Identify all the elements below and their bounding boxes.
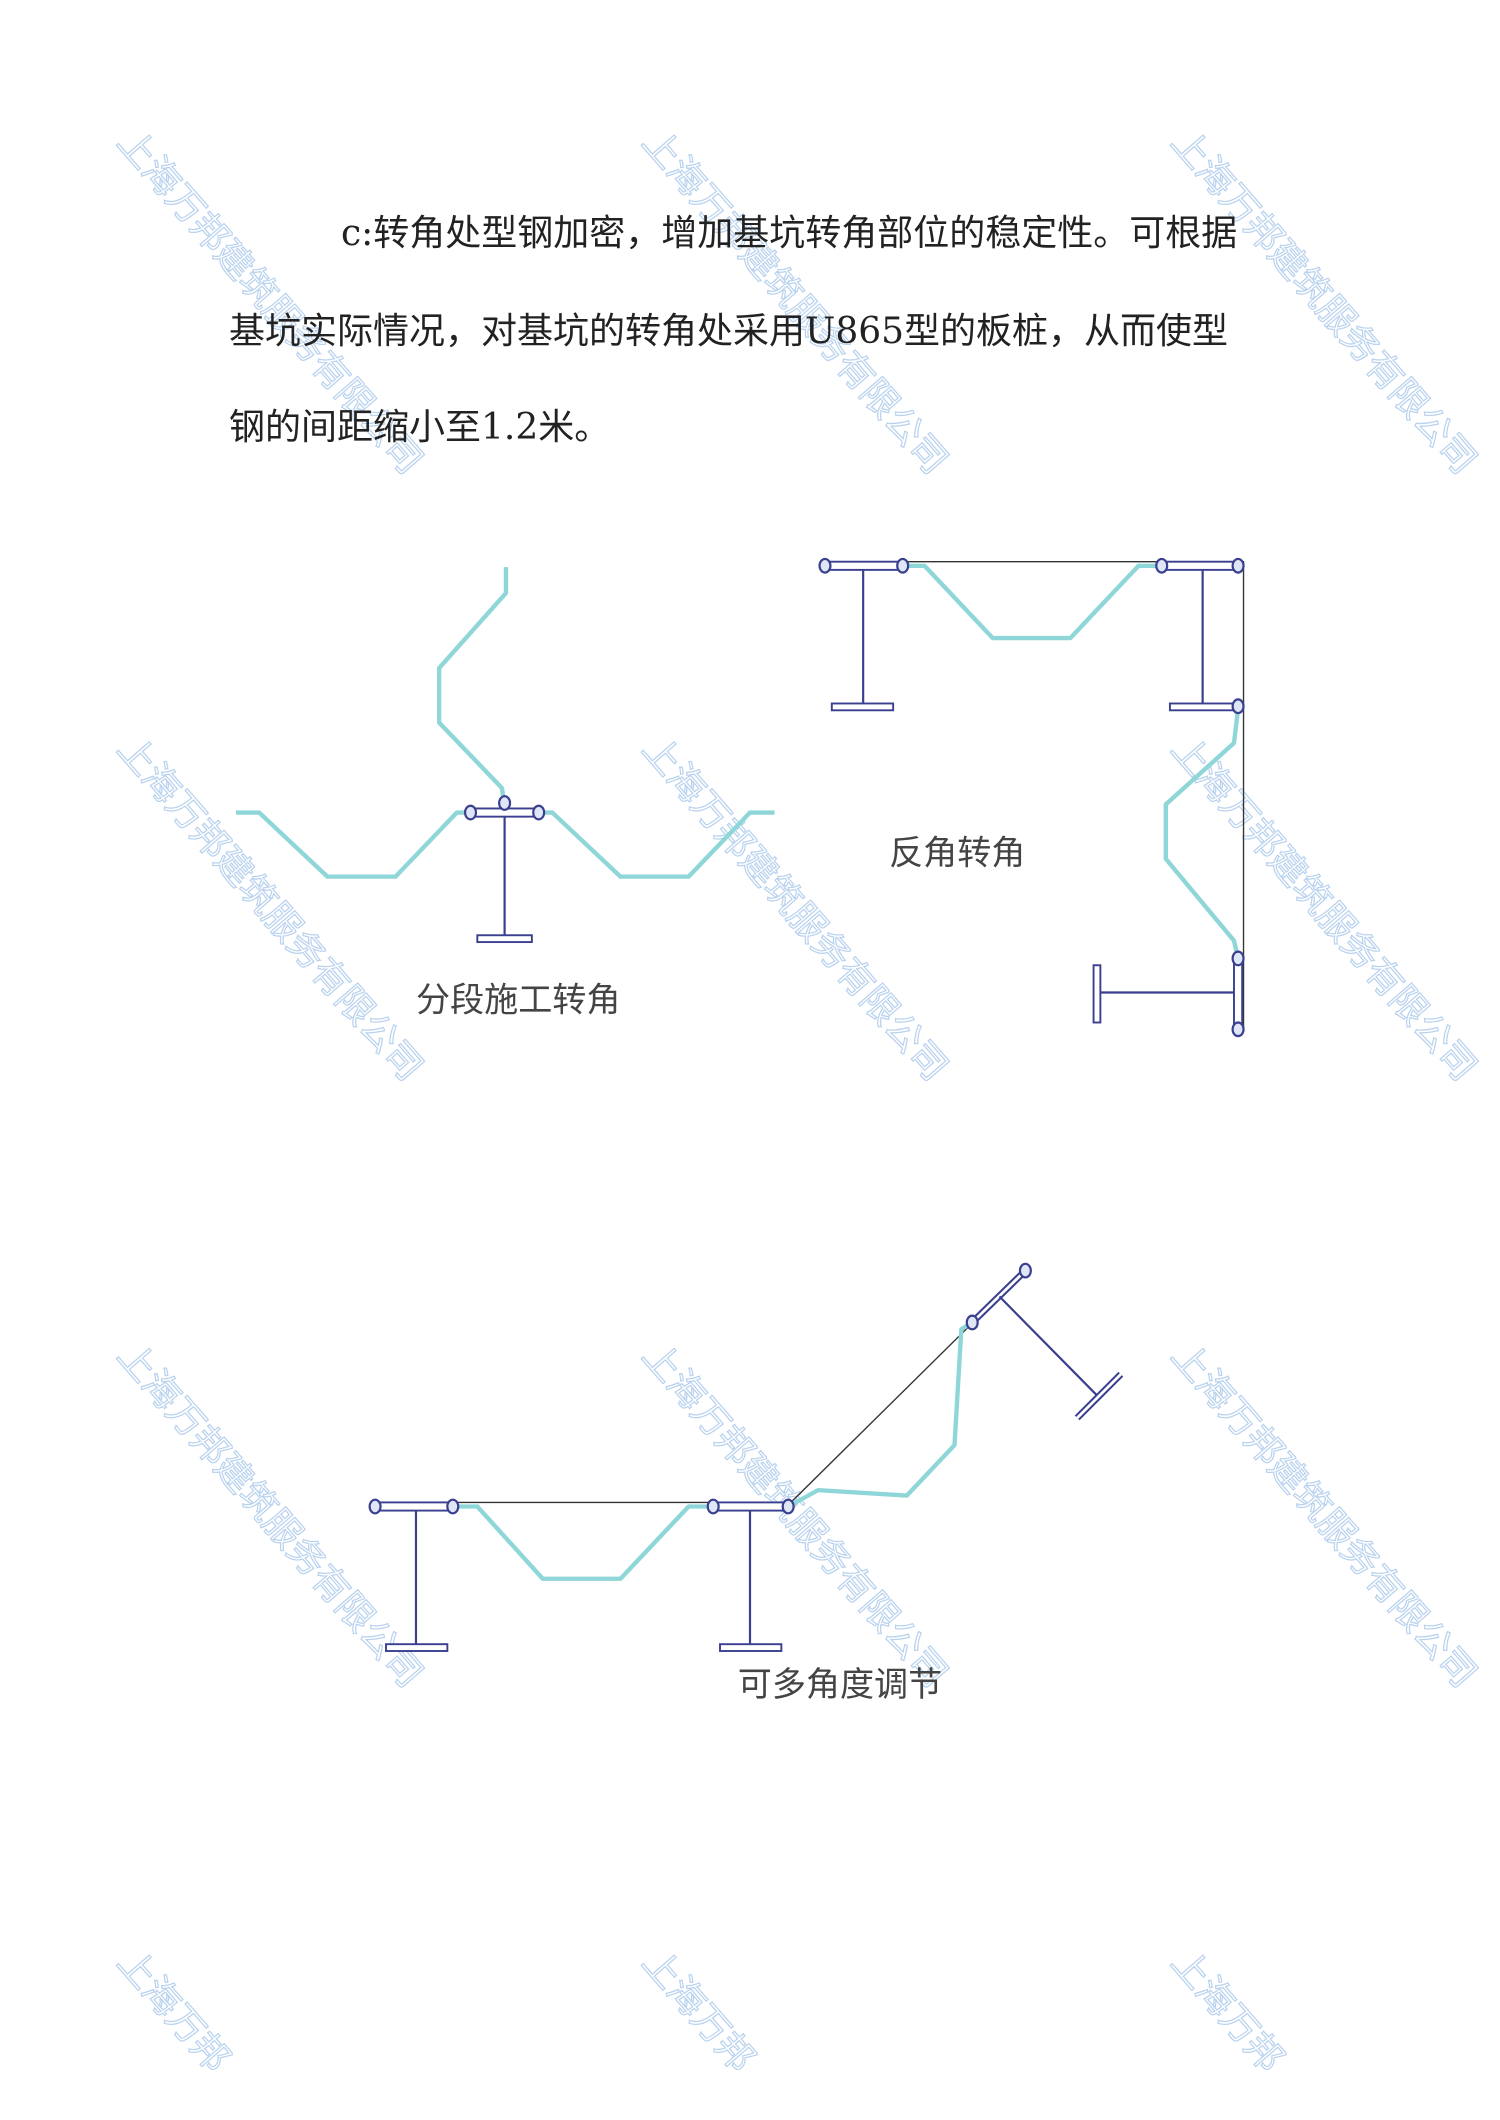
sheet-pile-side [1163,708,1241,959]
watermark: 上海万邦建筑服务有限公司 [109,728,431,1089]
steel-flange-bottom [385,1643,449,1652]
interlock-joint [818,557,832,574]
steel-flange-bottom-inner [1076,1373,1122,1419]
steel-flange-side [1233,957,1244,1034]
interlock-joint [1018,1262,1032,1279]
interlock-joint [781,1498,795,1515]
paragraph-line-2: 基坑实际情况，对基坑的转角处采用U865型的板桩，从而使型 [229,311,1229,352]
interlock-joint [463,804,478,821]
interlock-joint [1231,1021,1245,1038]
segmented-corner-diagram: 分段施工转角 [236,567,775,1021]
steel-flange-bottom [476,934,533,944]
interlock-joint [532,804,546,821]
sheet-pile-angled [787,1320,974,1509]
steel-flange-bottom [719,1643,783,1652]
interlock-joint [1155,557,1169,574]
watermark: 上海万邦建筑服务有限公司 [1163,728,1485,1089]
steel-web [998,1295,1099,1397]
paragraph-line-1: c:转角处型钢加密，增加基坑转角部位的稳定性。可根据 [341,213,1238,254]
watermark: 上海万邦建筑服务有限公司 [1163,1334,1485,1695]
sheet-pile-vertical [436,567,509,805]
steel-flange-outer [1092,964,1102,1024]
steel-flange-bottom [1168,702,1235,712]
sheet-pile-left [236,810,471,879]
steel-flange-top [712,1501,790,1512]
interlock-joint [1231,557,1245,574]
reverse-corner-label: 反角转角 [889,833,1025,873]
segmented-corner-label: 分段施工转角 [416,981,620,1021]
watermark-bottom: 上海万邦建筑服务有限公司 [0,0,238,2080]
adjustable-angle-label: 可多角度调节 [738,1665,942,1705]
adjustable-angle-diagram: 可多角度调节 [368,1262,1124,1705]
paragraph-line-3: 钢的间距缩小至1.2米。 [229,407,611,448]
watermark: 上海万邦建筑服务有限公司 [634,728,956,1089]
sheet-pile-top [902,563,1162,641]
guide-line [824,561,1245,1033]
interlock-joint [706,1498,720,1515]
interlock-joint [446,1498,460,1515]
interlock-joint [965,1314,979,1331]
interlock-joint [498,795,512,811]
interlock-joint [1231,950,1245,967]
steel-flange-top [1160,560,1240,571]
sheet-pile-left [456,1504,714,1581]
watermark: 上海万邦建筑服务有限公司 [109,1334,431,1695]
steel-flange-rotated-inner [971,1269,1027,1324]
interlock-joint [896,557,910,574]
interlock-joint [1231,698,1245,715]
sheet-pile-right [538,810,775,879]
steel-flange-top [374,1501,456,1512]
watermark: 上海万邦建筑服务有限公司 [0,0,239,2081]
interlock-joint [368,1498,382,1515]
steel-flange-top [824,560,904,571]
steel-flange-bottom [830,702,895,712]
reverse-corner-diagram: 反角转角 [818,557,1245,1038]
